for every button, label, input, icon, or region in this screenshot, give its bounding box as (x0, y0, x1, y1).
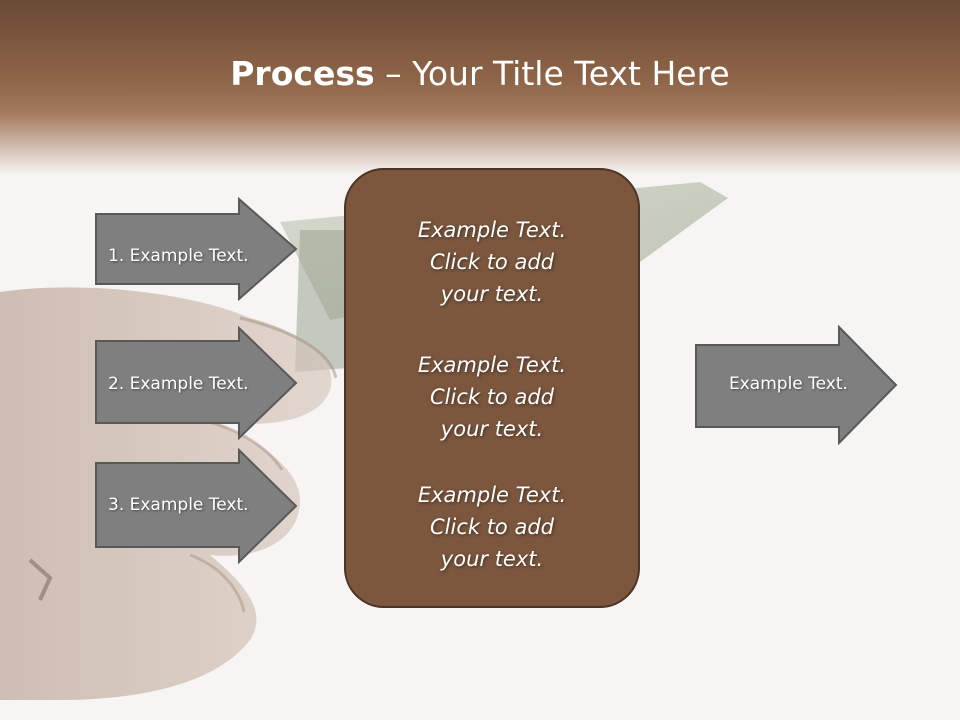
center-text-block-1: Example Text. Click to add your text. (346, 214, 638, 310)
step-arrow-label-3: 3. Example Text. (108, 495, 249, 515)
center-text-line: Click to add (429, 385, 554, 409)
center-text-line: Click to add (429, 250, 554, 274)
output-arrow[interactable] (694, 325, 900, 445)
center-text-line: Example Text. (417, 218, 567, 242)
center-text-line: your text. (440, 547, 544, 571)
center-text-line: Example Text. (417, 353, 567, 377)
step-arrow-1[interactable] (94, 197, 300, 301)
center-text-line: Example Text. (417, 483, 567, 507)
title-rest: – Your Title Text Here (374, 54, 730, 93)
center-text-block-3: Example Text. Click to add your text. (346, 479, 638, 575)
step-arrow-label-1: 1. Example Text. (108, 246, 249, 266)
center-text-line: Click to add (429, 515, 554, 539)
center-text-line: your text. (440, 417, 544, 441)
step-arrow-2[interactable] (94, 326, 300, 440)
step-arrow-label-2: 2. Example Text. (108, 374, 249, 394)
center-box[interactable]: Example Text. Click to add your text. Ex… (344, 168, 640, 608)
step-arrow-3[interactable] (94, 448, 300, 564)
output-arrow-label: Example Text. (729, 374, 848, 394)
center-text-block-2: Example Text. Click to add your text. (346, 349, 638, 445)
center-text-line: your text. (440, 282, 544, 306)
slide-title[interactable]: Process – Your Title Text Here (0, 52, 960, 96)
title-band (0, 0, 960, 175)
title-bold: Process (230, 54, 375, 93)
